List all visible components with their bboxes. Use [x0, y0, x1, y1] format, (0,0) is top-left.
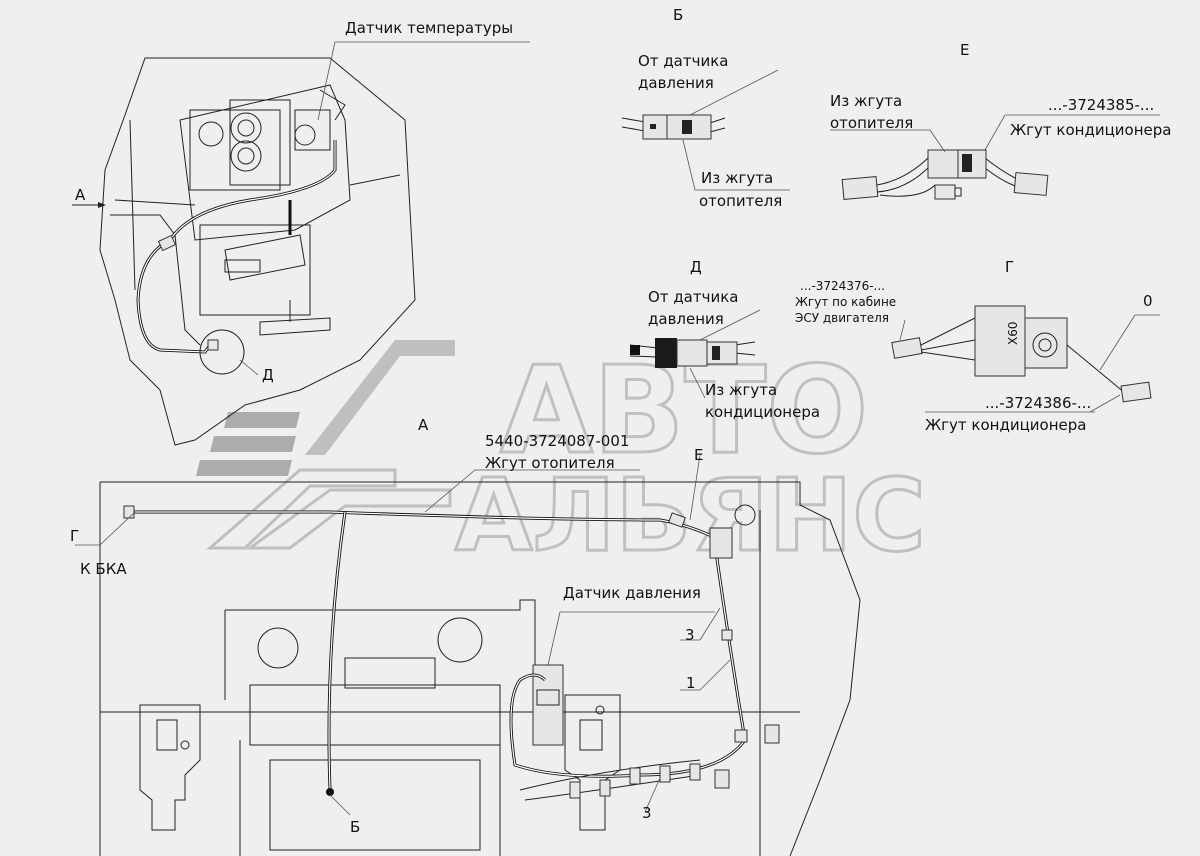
main-part-number: 5440-3724087-001	[485, 432, 629, 450]
view-e-from-harness-2: отопителя	[830, 114, 913, 132]
view-b-from-harness-2: отопителя	[699, 192, 782, 210]
upper-cab-view	[72, 41, 530, 446]
pressure-sensor-label: Датчик давления	[563, 584, 701, 602]
view-g-cab-harness-2: ЭСУ двигателя	[795, 311, 889, 325]
main-harness-name: Жгут отопителя	[485, 454, 615, 472]
arrow-a-label: А	[75, 186, 86, 204]
marker-b-label: Б	[350, 818, 360, 836]
watermark-logo	[196, 340, 455, 550]
view-e-connector	[830, 114, 1160, 200]
view-g-cab-harness-1: Жгут по кабине	[795, 295, 896, 309]
view-e-part-number: ...-3724385-...	[1048, 96, 1154, 114]
marker-d-label: Д	[262, 366, 274, 384]
view-a-title: А	[418, 416, 429, 434]
view-b-from-sensor-2: давления	[638, 74, 714, 92]
view-g-title: Г	[1005, 258, 1014, 276]
view-b-from-sensor-1: От датчика	[638, 52, 728, 70]
marker-e-label: Е	[694, 446, 703, 464]
callout-3-lower: 3	[642, 804, 652, 822]
marker-g-label: Г	[70, 527, 79, 545]
view-g-connector-code: Х60	[1006, 322, 1020, 346]
view-b-from-harness-1: Из жгута	[701, 169, 773, 187]
view-g-part-top: ...-3724376-...	[800, 279, 885, 293]
view-d-from-sensor-1: От датчика	[648, 288, 738, 306]
view-e-title: Е	[960, 41, 969, 59]
lower-view-a	[75, 454, 861, 856]
temp-sensor-label: Датчик температуры	[345, 19, 513, 37]
view-e-ac-harness: Жгут кондиционера	[1010, 121, 1171, 139]
to-bka-label: К БКА	[80, 560, 127, 578]
view-g-ac-harness: Жгут кондиционера	[925, 416, 1086, 434]
callout-3-upper: 3	[685, 626, 695, 644]
view-b-title: Б	[673, 6, 683, 24]
view-d-connector	[629, 309, 761, 399]
view-d-from-harness-1: Из жгута	[705, 381, 777, 399]
corrugated-tube	[569, 763, 730, 799]
view-b-connector	[621, 69, 790, 191]
view-d-title: Д	[690, 258, 702, 276]
callout-1: 1	[686, 674, 696, 692]
view-d-from-sensor-2: давления	[648, 310, 724, 328]
view-d-from-harness-2: кондиционера	[705, 403, 820, 421]
view-g-part-bottom: ...-3724386-...	[985, 394, 1091, 412]
view-e-from-harness-1: Из жгута	[830, 92, 902, 110]
view-g-connector	[891, 305, 1160, 413]
view-g-zero: 0	[1143, 292, 1153, 310]
